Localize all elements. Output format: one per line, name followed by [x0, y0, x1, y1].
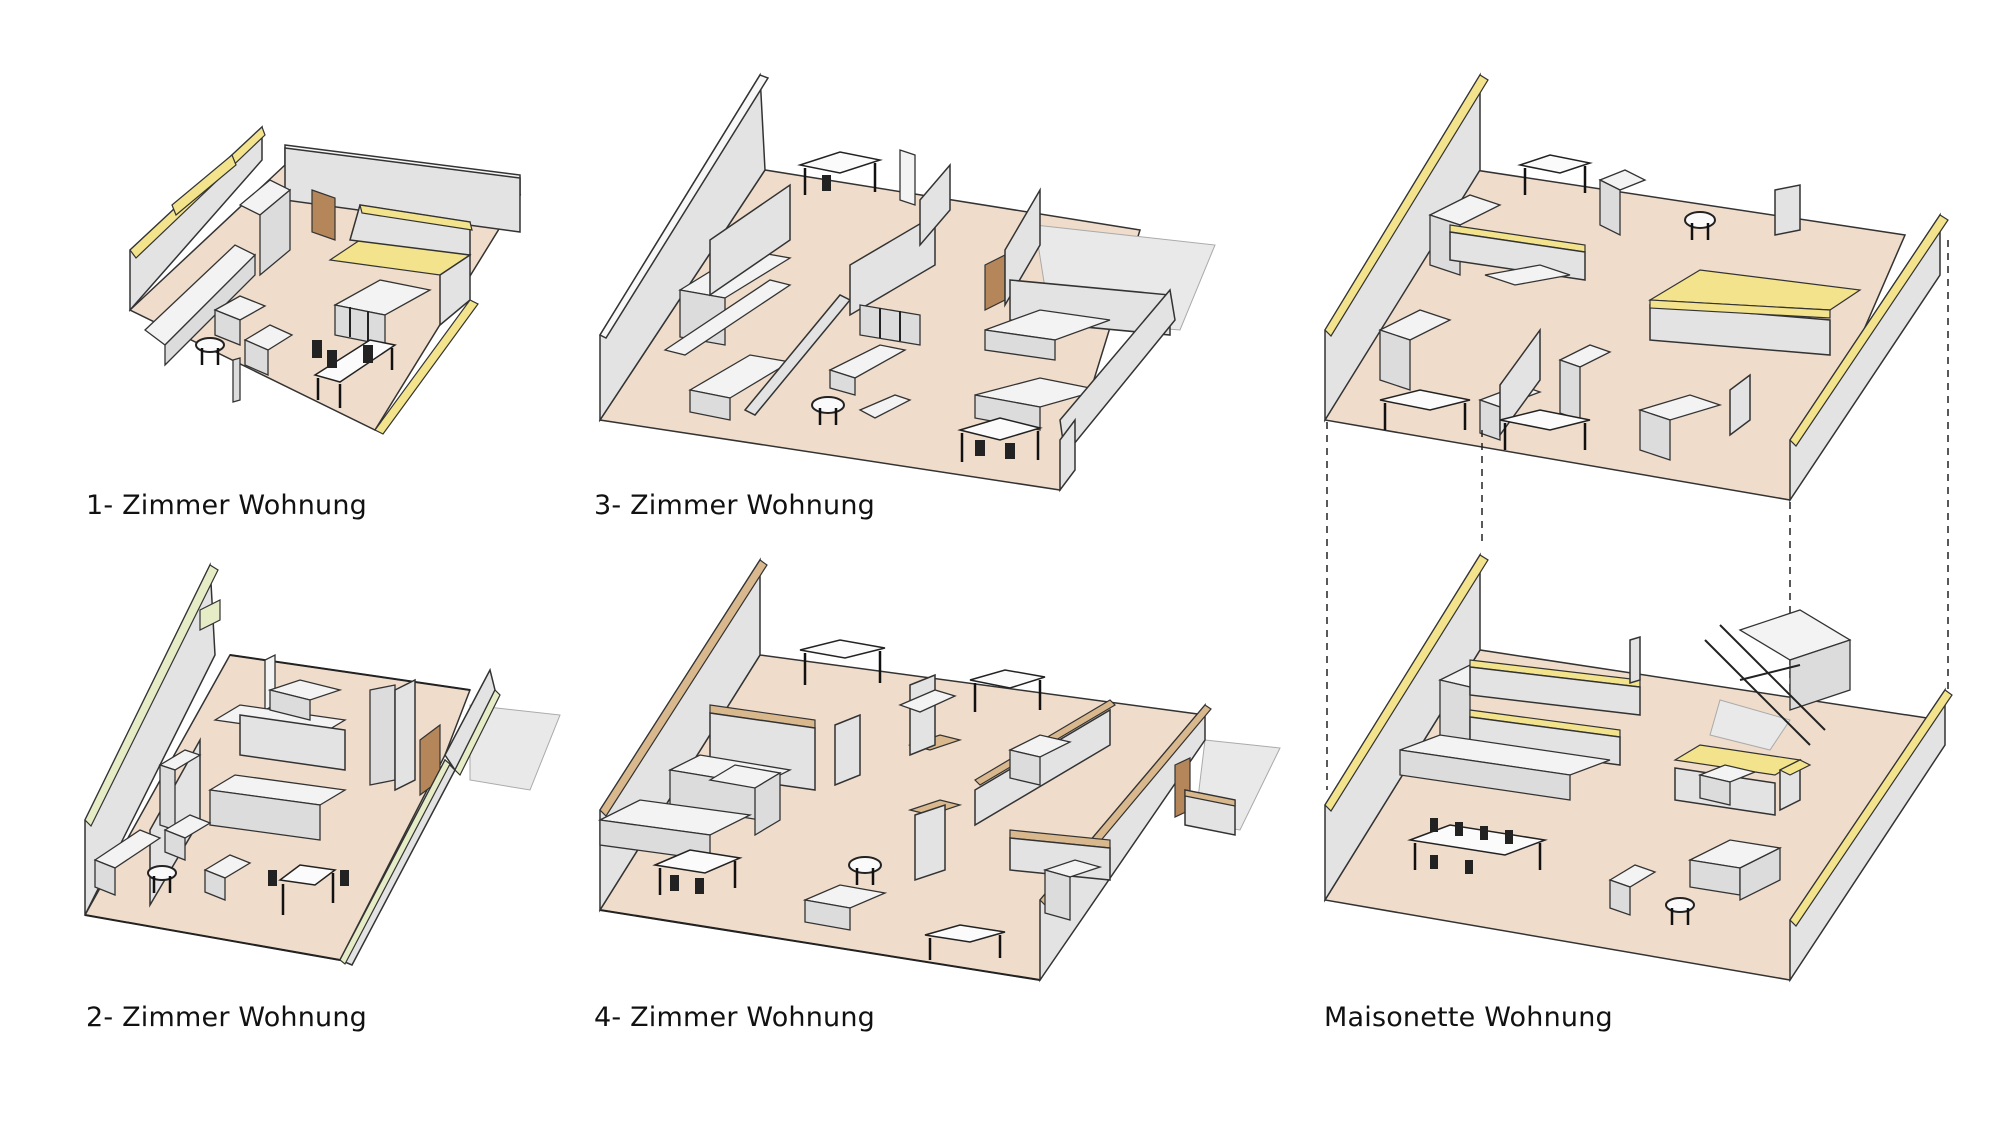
caption-four-room: 4- Zimmer Wohnung: [594, 1002, 876, 1033]
caption-three-room: 3- Zimmer Wohnung: [594, 490, 876, 521]
diagram-maisonette-lower: [1323, 552, 1953, 983]
diagram-three-room: [598, 72, 1216, 493]
diagram-maisonette-upper: [1323, 72, 1949, 503]
diagram-two-room: [83, 562, 561, 966]
caption-two-room: 2- Zimmer Wohnung: [86, 1002, 368, 1033]
caption-maisonette: Maisonette Wohnung: [1324, 1002, 1613, 1033]
caption-one-room: 1- Zimmer Wohnung: [86, 490, 368, 521]
diagram-four-room: [597, 557, 1281, 983]
diagram-one-room: [128, 125, 522, 435]
